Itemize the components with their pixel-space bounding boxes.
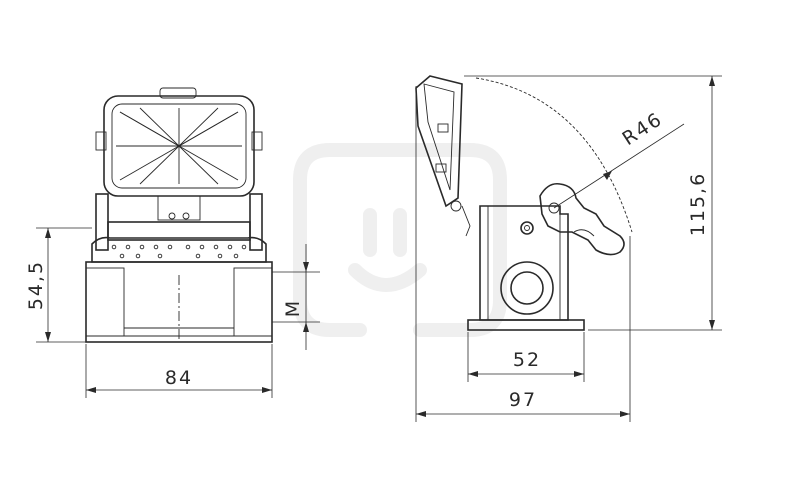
side-dimensions [415, 75, 722, 422]
left-latch-arm [95, 193, 109, 251]
cover-hinge [450, 200, 462, 212]
radius-label: R46 [619, 108, 667, 150]
right-latch-arm [249, 193, 263, 251]
left-thread-boss [85, 267, 125, 337]
vent-dots [111, 244, 247, 259]
cover-left-tab [95, 131, 107, 151]
front-view [85, 87, 273, 343]
front-height-label: 54,5 [25, 260, 47, 310]
thread-label: M [282, 299, 304, 317]
front-width-label: 84 [165, 367, 193, 389]
cable-entry-inner [510, 271, 544, 305]
overall-width-label: 97 [509, 389, 537, 411]
cover-right-tab [251, 131, 263, 151]
inner-width-label: 52 [513, 349, 541, 371]
cover-inner-frame [111, 103, 247, 189]
right-thread-boss [233, 267, 273, 337]
watermark-logo [293, 143, 507, 337]
side-view [415, 75, 633, 331]
side-base-foot [467, 319, 585, 331]
hood-top-plate [107, 221, 251, 241]
front-dimensions [36, 227, 320, 398]
opened-cover [415, 75, 463, 208]
latch-lever [539, 182, 625, 256]
hood-flange [91, 236, 267, 263]
cover-neck [157, 195, 201, 221]
side-height-label: 115,6 [687, 172, 709, 236]
cover-ribs [116, 107, 242, 185]
latch-pivot [520, 221, 534, 235]
cover-top-tab [159, 87, 197, 99]
cable-entry-outer [500, 261, 554, 315]
